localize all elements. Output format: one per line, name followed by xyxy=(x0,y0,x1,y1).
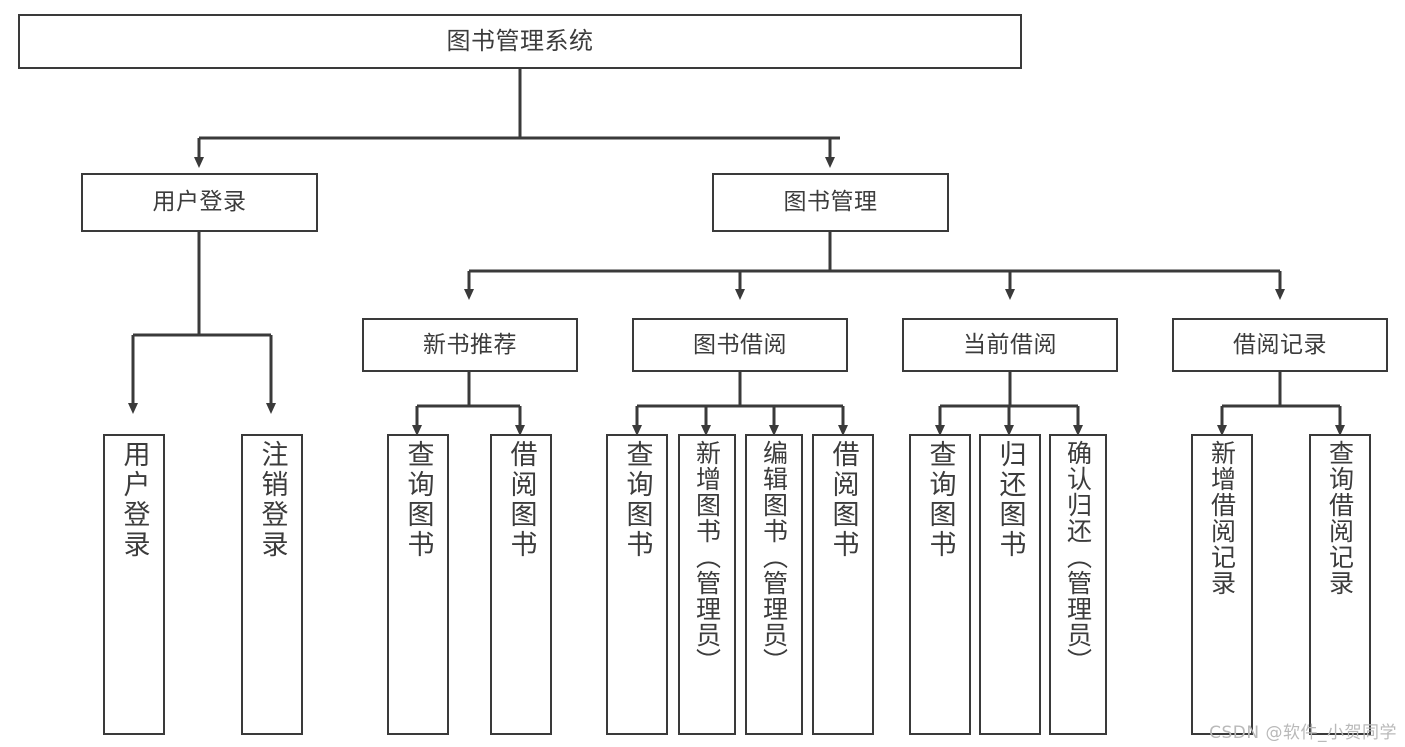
leaf-edit-book-admin[interactable]: 编辑图书（管理员） xyxy=(745,434,803,735)
leaf-add-book-admin[interactable]: 新增图书（管理员） xyxy=(678,434,736,735)
node-label: 新增图书（管理员） xyxy=(692,440,722,674)
node-label: 编辑图书（管理员） xyxy=(759,440,789,674)
leaf-return-books[interactable]: 归还图书 xyxy=(979,434,1041,735)
node-label: 当前借阅 xyxy=(963,331,1057,358)
node-book-borrowing[interactable]: 图书借阅 xyxy=(632,318,848,372)
leaf-confirm-return-admin[interactable]: 确认归还（管理员） xyxy=(1049,434,1107,735)
node-label: 用户登录 xyxy=(152,189,247,216)
node-label: 借阅记录 xyxy=(1233,331,1327,358)
leaf-query-books-new[interactable]: 查询图书 xyxy=(387,434,449,735)
leaf-query-books-borrow[interactable]: 查询图书 xyxy=(606,434,668,735)
leaf-logout[interactable]: 注销登录 xyxy=(241,434,303,735)
leaf-add-borrow-record[interactable]: 新增借阅记录 xyxy=(1191,434,1253,735)
node-label: 查询图书 xyxy=(621,440,653,560)
leaf-borrow-books[interactable]: 借阅图书 xyxy=(812,434,874,735)
leaf-user-login[interactable]: 用户登录 xyxy=(103,434,165,735)
node-label: 用户登录 xyxy=(118,440,150,560)
node-root-library-management-system[interactable]: 图书管理系统 xyxy=(18,14,1022,69)
node-label: 图书管理 xyxy=(783,189,878,216)
node-label: 借阅图书 xyxy=(827,440,859,560)
node-label: 借阅图书 xyxy=(505,440,537,560)
node-label: 图书管理系统 xyxy=(446,26,594,55)
leaf-query-borrow-record[interactable]: 查询借阅记录 xyxy=(1309,434,1371,735)
node-book-management[interactable]: 图书管理 xyxy=(712,173,949,232)
node-current-borrowing[interactable]: 当前借阅 xyxy=(902,318,1118,372)
node-borrow-records[interactable]: 借阅记录 xyxy=(1172,318,1388,372)
leaf-borrow-books-new[interactable]: 借阅图书 xyxy=(490,434,552,735)
node-label: 图书借阅 xyxy=(693,331,787,358)
node-label: 新书推荐 xyxy=(423,331,517,358)
node-user-login[interactable]: 用户登录 xyxy=(81,173,318,232)
node-label: 确认归还（管理员） xyxy=(1063,440,1093,674)
node-label: 注销登录 xyxy=(256,440,288,560)
leaf-query-books-current[interactable]: 查询图书 xyxy=(909,434,971,735)
node-label: 查询图书 xyxy=(402,440,434,560)
node-label: 归还图书 xyxy=(994,440,1026,560)
node-new-book-recommendation[interactable]: 新书推荐 xyxy=(362,318,578,372)
node-label: 新增借阅记录 xyxy=(1207,440,1237,596)
node-label: 查询借阅记录 xyxy=(1325,440,1355,596)
node-label: 查询图书 xyxy=(924,440,956,560)
